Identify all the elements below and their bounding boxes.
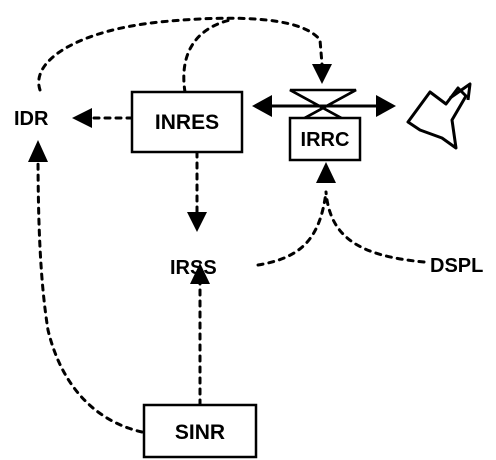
connector-sinr-to-idr [36,148,144,434]
inres-box [130,90,244,154]
arrowhead-solid-right [376,95,396,117]
arrowhead-into-irrc [316,162,336,183]
idr-label: IDR [14,108,49,130]
irrc-box [288,116,362,162]
sinr-label: SINR [175,421,225,444]
arrowhead-from-sinr-into-irss [190,263,210,284]
connector-inres-to-top [182,18,232,94]
arrowhead-into-irss [187,212,207,232]
irrc-label: IRRC [301,129,350,151]
arrowhead-into-idr [72,108,92,128]
irss-label: IRSS [170,257,217,279]
connector-dspl-to-irrc [324,190,426,264]
dspl-label: DSPL [430,255,483,277]
connector-irss-to-irrc [256,190,328,267]
sinr-box [142,403,258,459]
arrowhead-into-idr-bottom [28,140,48,162]
connector-top-loop [37,16,324,92]
arrowhead-solid-left [252,95,272,117]
inres-label: INRES [155,111,219,134]
aircraft-sketch-icon [406,82,472,150]
arrowhead-into-valve-top [312,64,332,84]
